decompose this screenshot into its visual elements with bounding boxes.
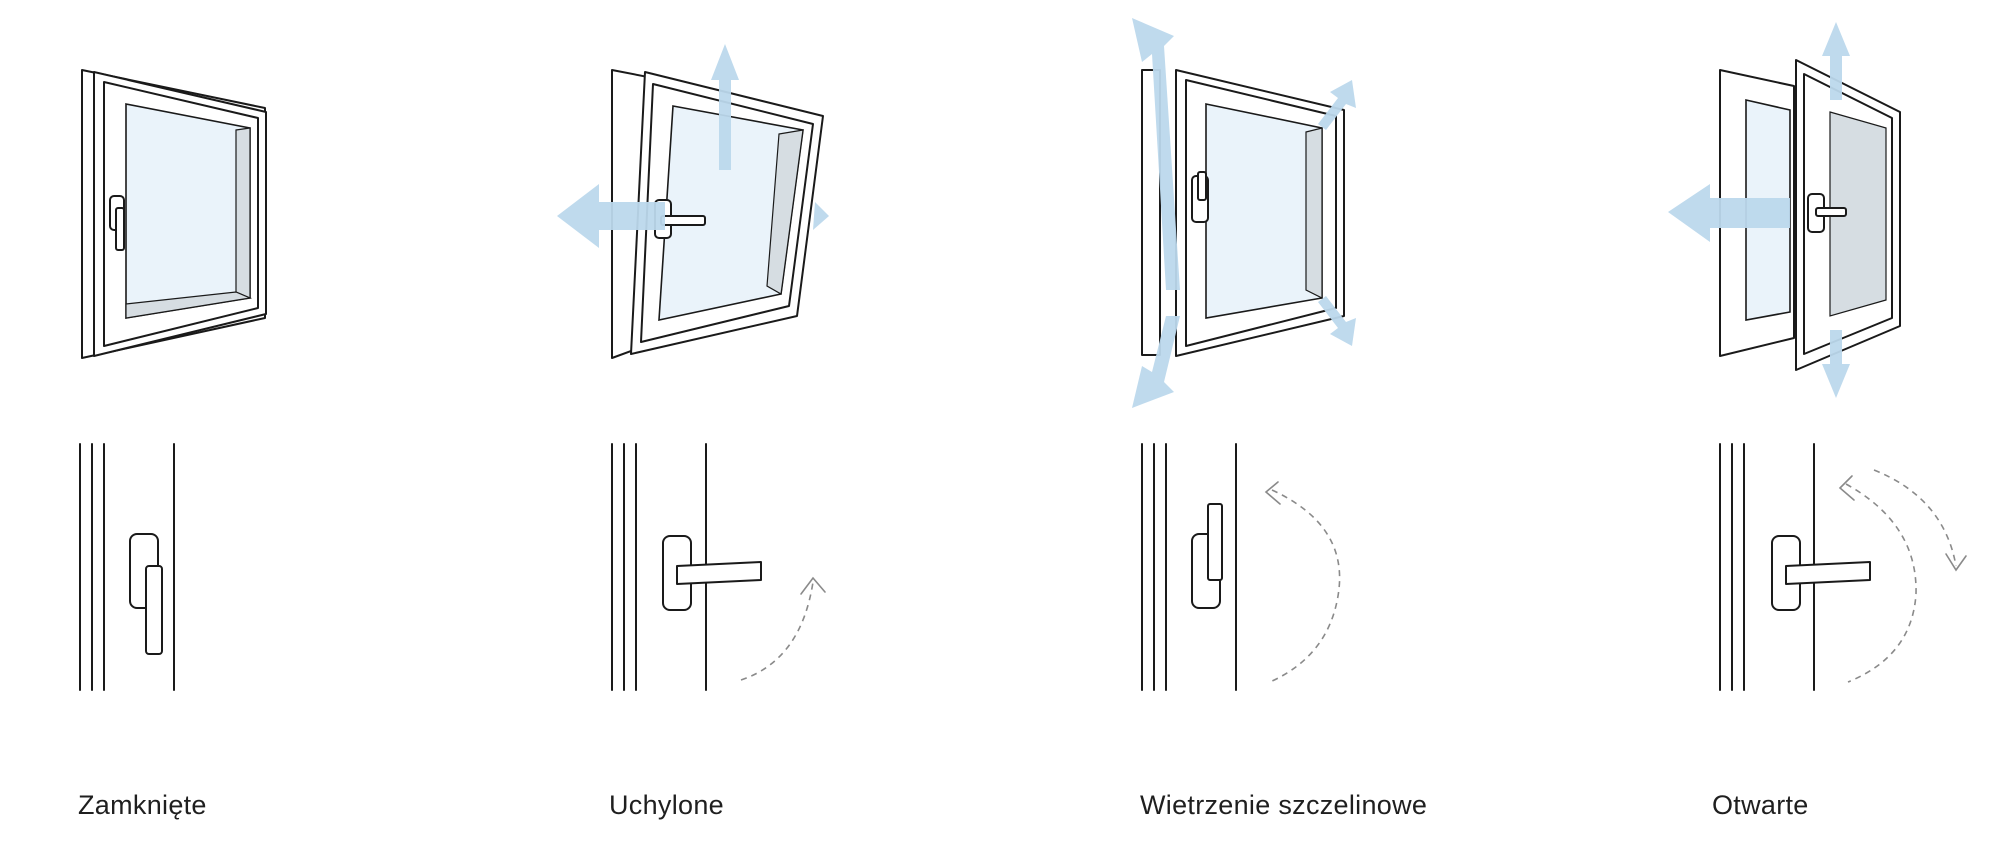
open-motion-path-inner	[1845, 483, 1917, 683]
state-micro-ventilation: Wietrzenie szczelinowe	[1080, 0, 1500, 843]
state-label-open: Otwarte	[1712, 790, 1809, 820]
closed-window-illustration	[81, 69, 267, 359]
airflow-left-arrow	[1668, 184, 1790, 242]
open-window-illustration	[1668, 22, 1901, 398]
state-open: Otwarte	[1660, 0, 2014, 843]
tilt-motion-path	[740, 581, 814, 681]
open-motion-path-outer	[1873, 469, 1957, 567]
airflow-up-arrow	[711, 44, 739, 170]
airflow-down-left-arrow	[1132, 316, 1180, 408]
state-closed: Zamknięte	[60, 0, 480, 843]
open-handle-detail	[1719, 443, 1967, 691]
micro-ventilation-window-illustration	[1132, 18, 1356, 408]
state-tilted: Uchylone	[555, 0, 975, 843]
airflow-up-left-arrow	[1132, 18, 1180, 290]
closed-handle-detail	[79, 443, 175, 691]
state-label-micro-ventilation: Wietrzenie szczelinowe	[1140, 790, 1428, 820]
micro-ventilation-handle-detail	[1141, 443, 1341, 691]
airflow-up-arrow	[1822, 22, 1850, 100]
state-label-closed: Zamknięte	[78, 790, 207, 820]
state-label-tilted: Uchylone	[609, 790, 724, 820]
airflow-right-arrow	[813, 202, 829, 230]
tilted-handle-detail	[611, 443, 826, 691]
tilted-window-illustration	[557, 44, 829, 359]
airflow-down-arrow	[1822, 330, 1850, 398]
airflow-up-right-arrow	[1318, 80, 1356, 130]
airflow-down-right-arrow	[1318, 296, 1356, 346]
airflow-left-arrow	[557, 184, 665, 248]
micro-ventilation-motion-path	[1269, 489, 1341, 683]
